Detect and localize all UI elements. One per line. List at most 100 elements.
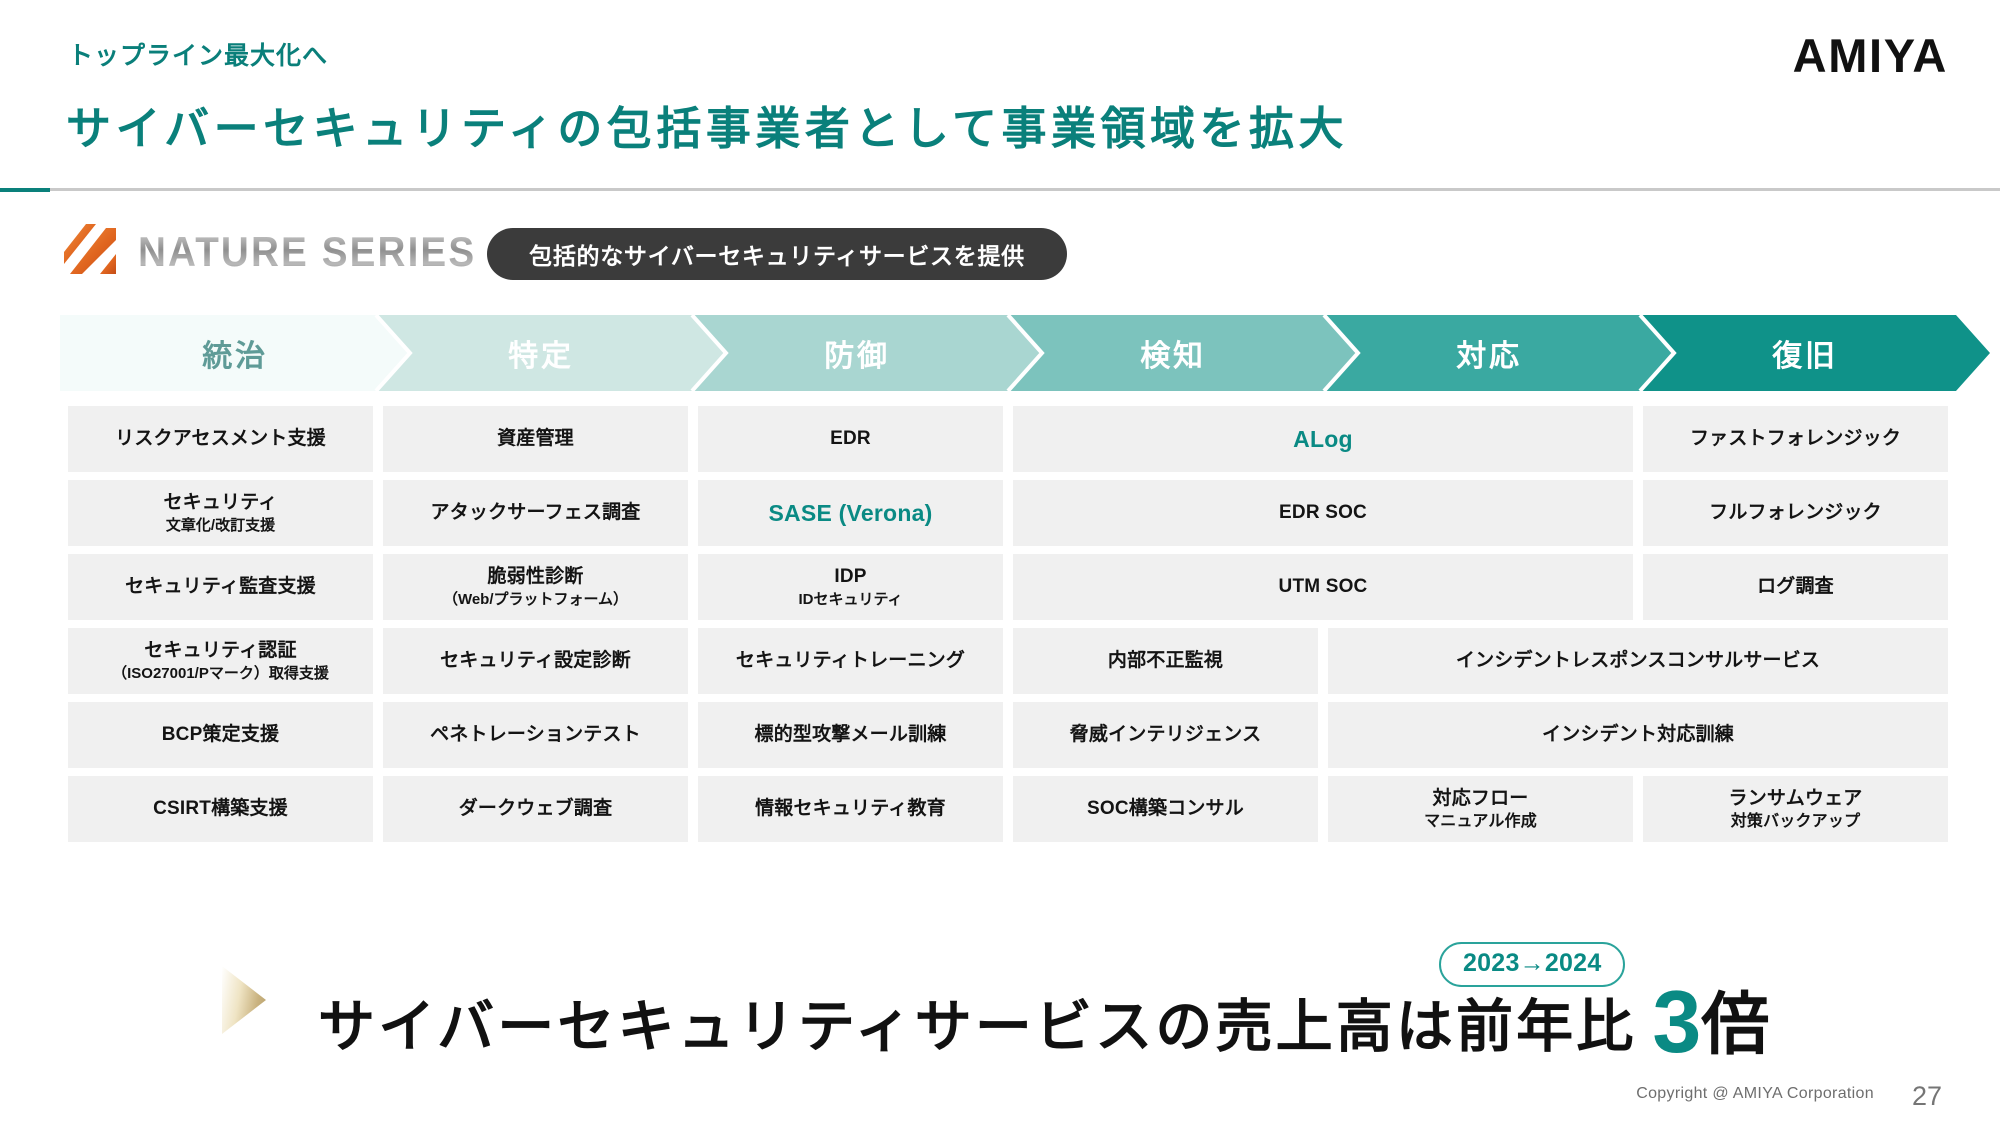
- header-divider-accent: [0, 188, 50, 192]
- service-cell: 情報セキュリティ教育: [698, 776, 1003, 842]
- phase-step-label: 防御: [824, 340, 890, 373]
- service-cell-label: 標的型攻撃メール訓練: [754, 724, 947, 746]
- service-cell: EDR: [698, 406, 1003, 472]
- service-cell: リスクアセスメント支援: [68, 406, 373, 472]
- service-cell-label: CSIRT構築支援: [153, 798, 288, 820]
- service-cell-label: 資産管理: [497, 428, 574, 450]
- service-cell: IDP IDセキュリティ: [698, 554, 1003, 620]
- service-cell: セキュリティ監査支援: [68, 554, 373, 620]
- service-cell-label: ログ調査: [1757, 576, 1834, 598]
- service-cell: EDR SOC: [1013, 480, 1633, 546]
- amiya-logo: AMIYA: [1792, 29, 1948, 82]
- phase-step-label: 特定: [508, 340, 574, 373]
- multiple-number: 3: [1652, 972, 1702, 1071]
- service-cell-label: EDR SOC: [1279, 502, 1367, 524]
- phase-step-5: 対応: [1324, 315, 1674, 391]
- phase-step-3: 防御: [692, 315, 1042, 391]
- service-cell-label: セキュリティ設定診断: [440, 650, 631, 672]
- highlight-banner: サイバーセキュリティサービスの売上高は前年比 3 倍 2023→2024: [0, 942, 2000, 1085]
- service-cell: アタックサーフェス調査: [383, 480, 688, 546]
- service-cell-sublabel: （ISO27001/Pマーク）取得支援: [112, 664, 329, 682]
- service-cell-sublabel: マニュアル作成: [1424, 813, 1537, 830]
- service-cell: 脅威インテリジェンス: [1013, 702, 1318, 768]
- service-cell: フルフォレンジック: [1643, 480, 1948, 546]
- service-cell-label: SASE (Verona): [768, 499, 933, 526]
- eyebrow-text: トップライン最大化へ: [68, 42, 329, 70]
- highlight-lead-text: サイバーセキュリティサービスの売上高は前年比: [318, 995, 1637, 1059]
- service-cell-label: インシデントレスポンスコンサルサービス: [1455, 650, 1821, 672]
- service-cell: インシデントレスポンスコンサルサービス: [1328, 628, 1948, 694]
- service-cell: インシデント対応訓練: [1328, 702, 1948, 768]
- footer-page-number: 27: [1911, 1081, 1942, 1111]
- service-cell-label: セキュリティ: [163, 492, 278, 514]
- phase-step-2: 特定: [376, 315, 726, 391]
- service-cell: 資産管理: [383, 406, 688, 472]
- multiple-unit: 倍: [1701, 987, 1770, 1063]
- service-cell-label: SOC構築コンサル: [1087, 798, 1244, 820]
- service-cell-label: 情報セキュリティ教育: [755, 798, 946, 820]
- service-cell: ペネトレーションテスト: [383, 702, 688, 768]
- service-cell-sublabel: （Web/プラットフォーム）: [442, 590, 629, 608]
- service-cell: セキュリティ認証 （ISO27001/Pマーク）取得支援: [68, 628, 373, 694]
- service-cell-sublabel: 対策バックアップ: [1730, 813, 1861, 830]
- service-row: セキュリティ認証 （ISO27001/Pマーク）取得支援 セキュリティ設定診断 セキュ…: [68, 628, 1948, 694]
- phase-step-4: 検知: [1008, 315, 1358, 391]
- slide-header: トップライン最大化へ サイバーセキュリティの包括事業者として事業領域を拡大 AM…: [0, 0, 2000, 192]
- service-cell-label: 内部不正監視: [1107, 650, 1224, 672]
- service-cell-label: フルフォレンジック: [1709, 502, 1882, 524]
- service-cell-label: 脆弱性診断: [487, 566, 584, 588]
- service-cell: ランサムウェア対策バックアップ: [1643, 776, 1948, 842]
- nature-series-wordmark: NATURE SERIES: [138, 228, 477, 275]
- service-cell-label: ALog: [1293, 425, 1353, 452]
- service-cell-sublabel: 文章化/改訂支援: [165, 516, 276, 534]
- service-cell-label: 対応フロー: [1432, 787, 1529, 809]
- highlight-statement: サイバーセキュリティサービスの売上高は前年比 3 倍: [318, 965, 1770, 1071]
- service-cell: SASE (Verona): [698, 480, 1003, 546]
- service-cell: ログ調査: [1643, 554, 1948, 620]
- service-cell: SOC構築コンサル: [1013, 776, 1318, 842]
- service-cell-label: ダークウェブ調査: [458, 798, 613, 820]
- service-cell-label: リスクアセスメント支援: [115, 428, 326, 450]
- phase-step-label: 検知: [1140, 340, 1206, 373]
- service-cell: UTM SOC: [1013, 554, 1633, 620]
- service-cell: 対応フローマニュアル作成: [1328, 776, 1633, 842]
- series-branding-row: NATURE SERIES: [0, 218, 2000, 290]
- service-cell: セキュリティトレーニング: [698, 628, 1003, 694]
- service-cell: ダークウェブ調査: [383, 776, 688, 842]
- service-cell: CSIRT構築支援: [68, 776, 373, 842]
- service-cell: セキュリティ文章化/改訂支援: [68, 480, 373, 546]
- phase-step-label: 復旧: [1772, 340, 1838, 373]
- page-title: サイバーセキュリティの包括事業者として事業領域を拡大: [66, 103, 1349, 154]
- service-cell-label: セキュリティ認証: [144, 640, 297, 662]
- service-cell-label: IDP: [834, 566, 867, 588]
- service-tagline-pill: 包括的なサイバーセキュリティサービスを提供: [487, 228, 1067, 280]
- footer-copyright: Copyright @ AMIYA Corporation: [1636, 1085, 1874, 1102]
- service-cell: セキュリティ設定診断: [383, 628, 688, 694]
- phase-step-label: 対応: [1456, 340, 1522, 373]
- service-cell: ALog: [1013, 406, 1633, 472]
- service-row: セキュリティ監査支援 脆弱性診断 （Web/プラットフォーム） IDP IDセキュリティ…: [68, 554, 1948, 620]
- service-cell-label: セキュリティ監査支援: [125, 576, 316, 598]
- phase-chevron-bar: 統治 特定 防御 検知 対応 復旧: [60, 313, 1990, 393]
- service-cell-label: インシデント対応訓練: [1542, 724, 1734, 746]
- phase-step-1: 統治: [60, 315, 410, 391]
- year-range-badge: 2023→2024: [1439, 942, 1626, 987]
- service-cell-label: BCP策定支援: [161, 724, 280, 746]
- service-cell-label: 脅威インテリジェンス: [1069, 724, 1262, 746]
- service-cell: BCP策定支援: [68, 702, 373, 768]
- service-row: セキュリティ文章化/改訂支援 アタックサーフェス調査 SASE (Verona) ED…: [68, 480, 1948, 546]
- service-cell-label: アタックサーフェス調査: [430, 502, 641, 524]
- service-cell-label: セキュリティトレーニング: [735, 650, 966, 672]
- service-cell-label: EDR: [830, 428, 871, 450]
- phase-step-6: 復旧: [1640, 315, 1990, 391]
- service-cell: 内部不正監視: [1013, 628, 1318, 694]
- service-row: CSIRT構築支援 ダークウェブ調査 情報セキュリティ教育 SOC構築コンサル 対応フロ…: [68, 776, 1948, 842]
- service-row: BCP策定支援 ペネトレーションテスト 標的型攻撃メール訓練 脅威インテリジェンス イン…: [68, 702, 1948, 768]
- header-divider: [0, 188, 2000, 191]
- nature-series-mark-icon: [64, 224, 116, 274]
- service-cell: 脆弱性診断 （Web/プラットフォーム）: [383, 554, 688, 620]
- service-cell-sublabel: IDセキュリティ: [798, 590, 903, 608]
- gold-arrow-icon: [222, 966, 266, 1034]
- service-cell-label: ランサムウェア: [1728, 787, 1863, 809]
